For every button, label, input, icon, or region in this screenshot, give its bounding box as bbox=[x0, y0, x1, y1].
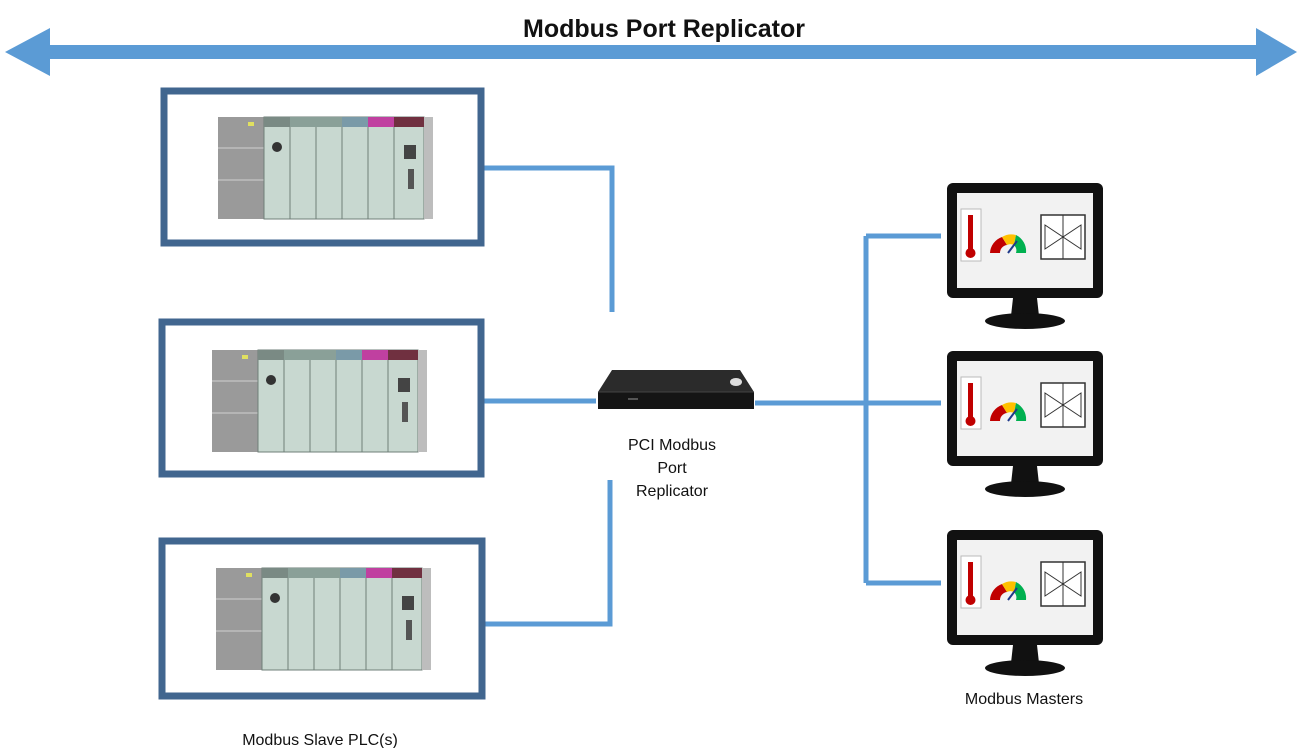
network-box-icon bbox=[598, 370, 754, 409]
master-monitor-1 bbox=[946, 182, 1104, 330]
master-monitor-2 bbox=[946, 350, 1104, 498]
replicator-label-line-1: PCI Modbus bbox=[628, 437, 716, 454]
monitor-icon bbox=[946, 529, 1104, 677]
connector-plc-1 bbox=[484, 165, 615, 312]
master-monitor-3 bbox=[946, 529, 1104, 677]
monitor-icon bbox=[946, 182, 1104, 330]
double-arrow bbox=[5, 28, 1297, 76]
connector-lines bbox=[484, 165, 941, 627]
diagram-title: Modbus Port Replicator bbox=[523, 15, 805, 43]
plc-rack-icon bbox=[211, 349, 428, 453]
plc-rack-icon bbox=[215, 567, 432, 671]
slaves-label: Modbus Slave PLC(s) bbox=[242, 732, 398, 748]
plc-node-3 bbox=[158, 537, 486, 700]
plc-node-2 bbox=[158, 318, 485, 478]
monitor-icon bbox=[946, 350, 1104, 498]
plc-rack-icon bbox=[217, 116, 434, 220]
masters-label: Modbus Masters bbox=[965, 691, 1083, 708]
replicator-label-line-3: Replicator bbox=[636, 483, 709, 500]
connector-plc-3 bbox=[484, 480, 613, 627]
plc-node-1 bbox=[160, 87, 485, 247]
replicator-label-line-2: Port bbox=[657, 460, 687, 477]
